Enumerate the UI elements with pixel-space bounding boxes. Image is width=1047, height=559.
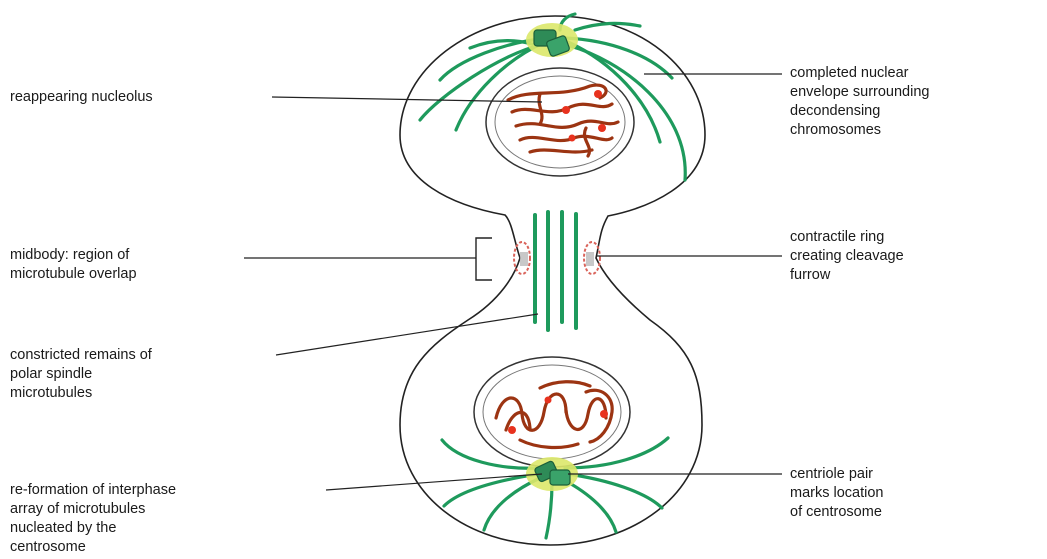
label-centriole-pair: centriole pair marks location of centros…: [790, 466, 884, 520]
lower-nucleus: [473, 356, 631, 468]
label-nuclear-envelope: completed nuclear envelope surrounding d…: [790, 65, 930, 138]
label-polar-spindle: constricted remains of polar spindle mic…: [10, 347, 152, 401]
label-midbody: midbody: region of microtubule overlap: [10, 247, 137, 282]
cell-membrane: [399, 15, 706, 546]
contractile-ring: [513, 241, 601, 275]
leader-lines: [244, 73, 782, 491]
lower-microtubules: [440, 436, 670, 540]
midbody-bracket: [475, 237, 492, 281]
label-reappearing-nucleolus: reappearing nucleolus: [10, 89, 153, 105]
upper-nucleus: [485, 67, 635, 177]
lower-centriole-pair: [534, 460, 571, 486]
midbody-microtubules: [533, 210, 578, 332]
label-contractile-ring: contractile ring creating cleavage furro…: [790, 229, 904, 283]
upper-centriole-pair: [533, 29, 570, 57]
label-interphase-array: re-formation of interphase array of micr…: [10, 482, 177, 555]
